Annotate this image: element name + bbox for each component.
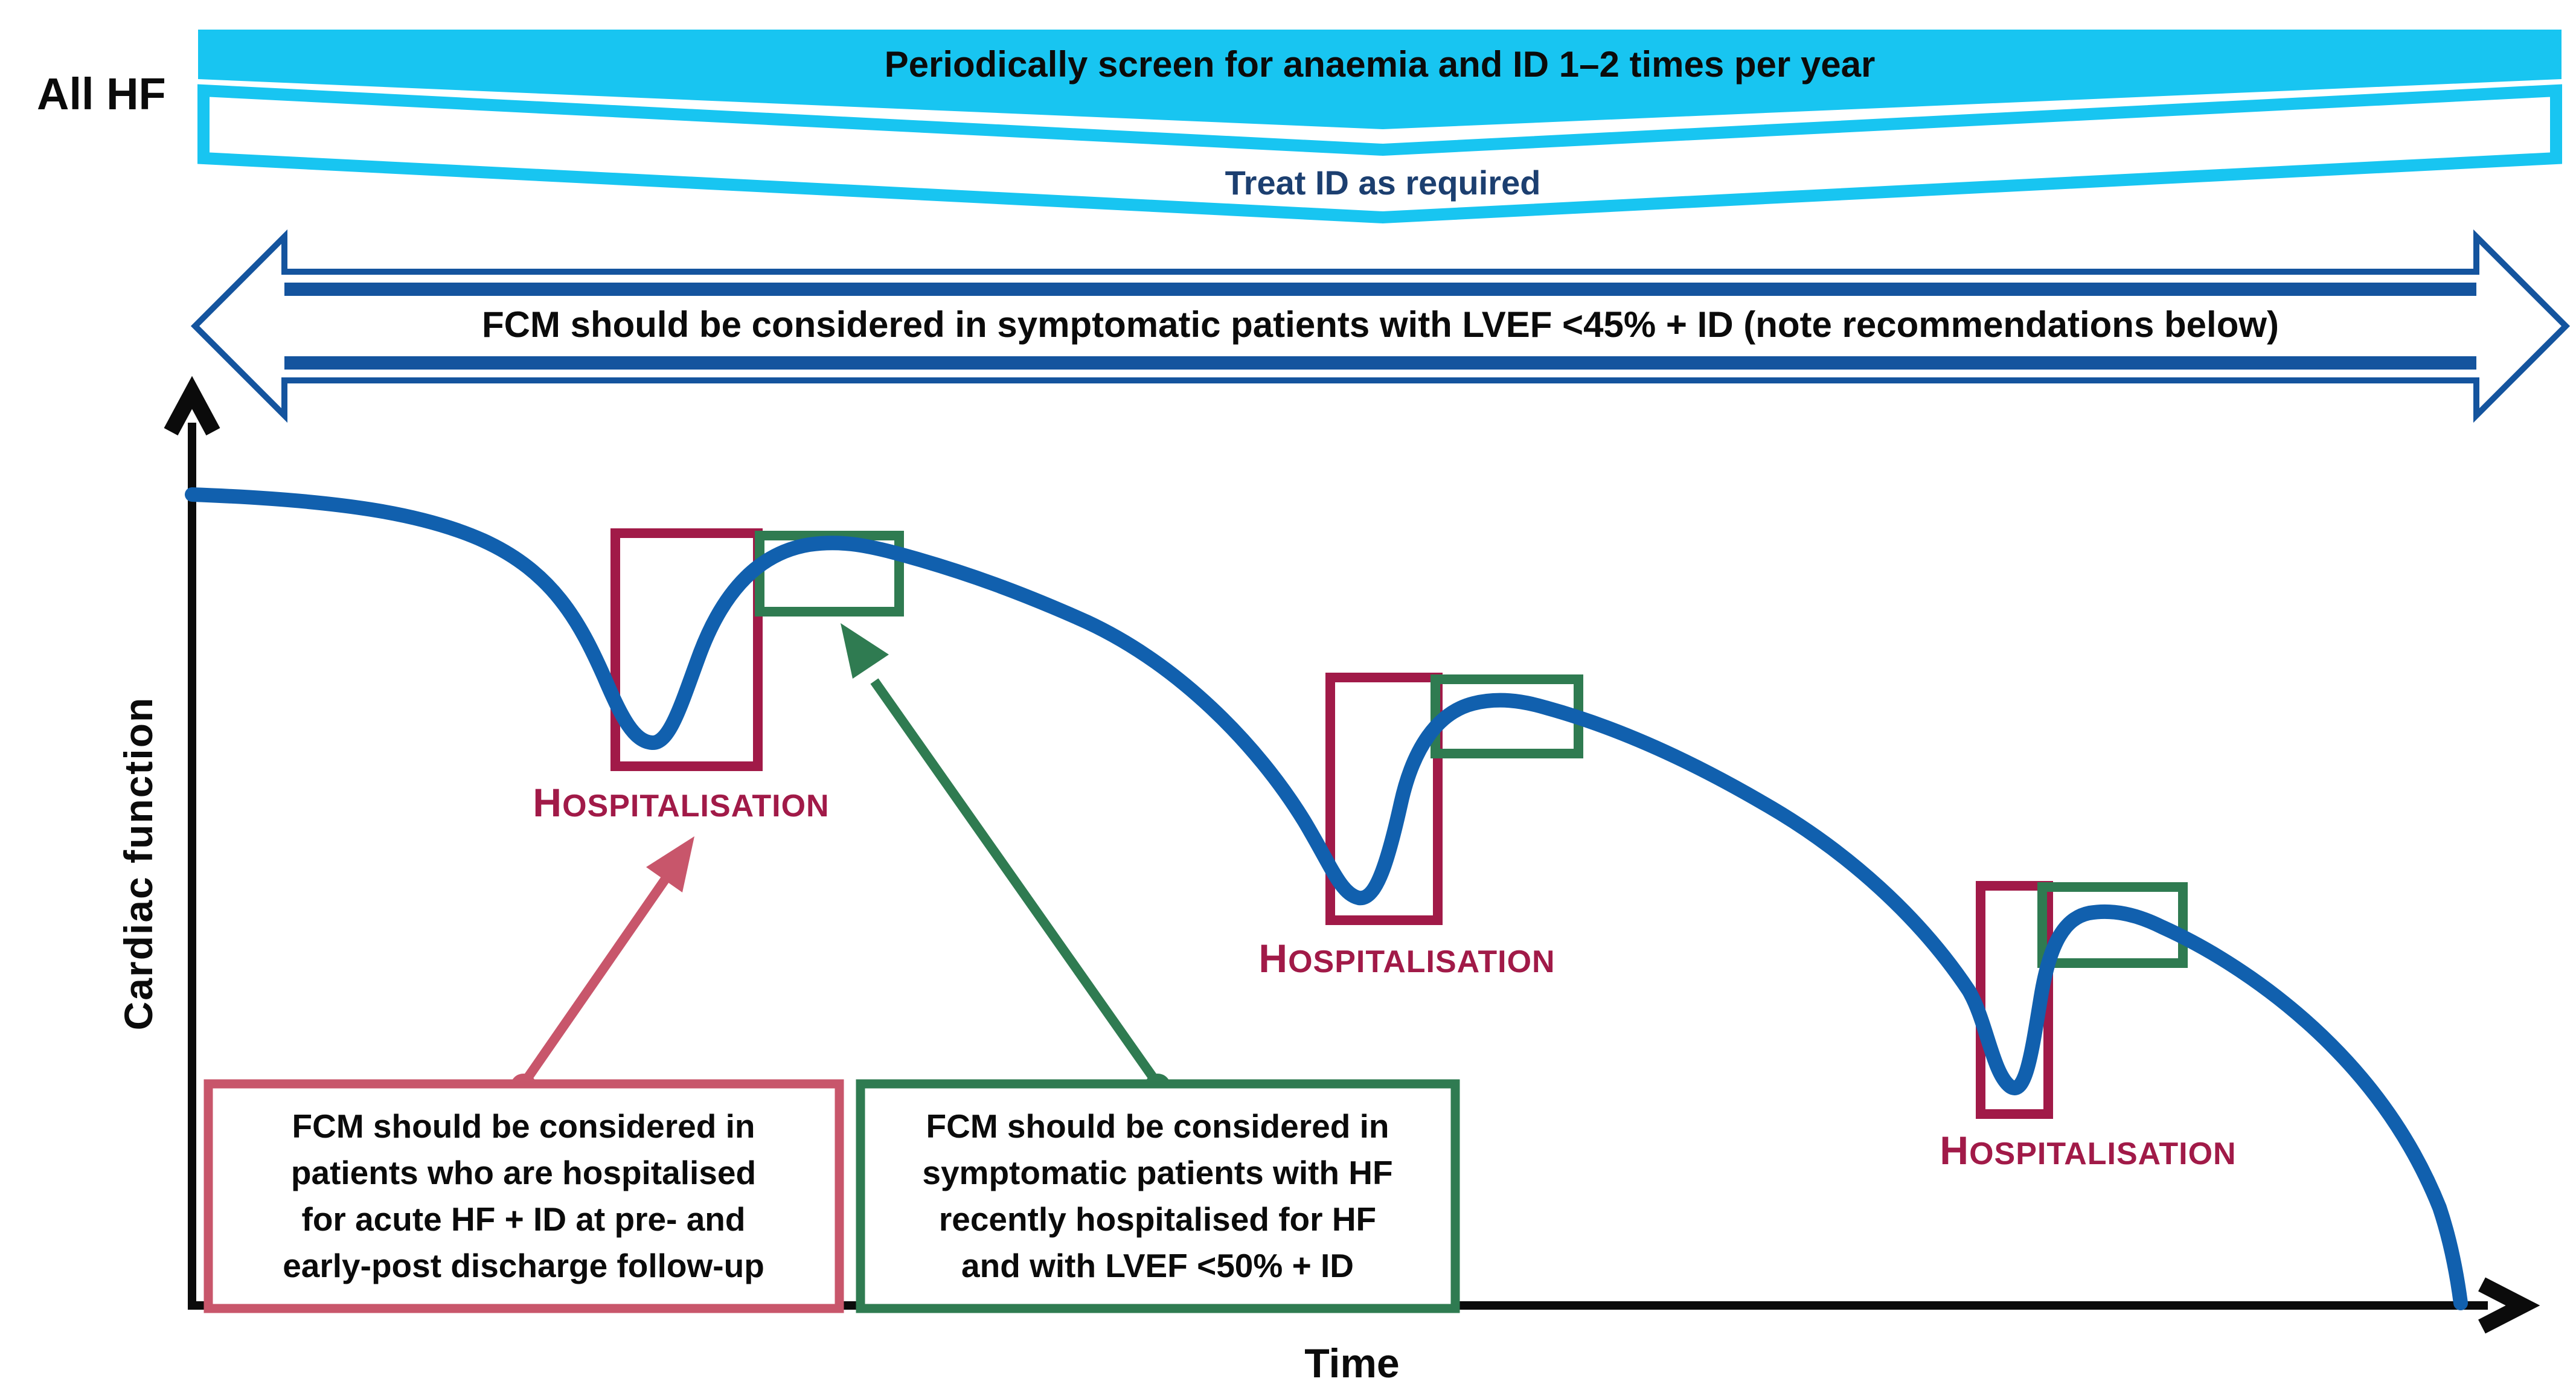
red-callout-arrow bbox=[519, 871, 673, 1087]
post-discharge-window-3 bbox=[2037, 882, 2188, 968]
hospitalisation-label-2-initial: H bbox=[1258, 936, 1288, 981]
screen-banner-text: Periodically screen for anaemia and ID 1… bbox=[885, 44, 1876, 85]
recently-hospitalised-callout-line: FCM should be considered in bbox=[926, 1107, 1389, 1145]
hospitalisation-label-1-rest: OSPITALISATION bbox=[562, 789, 830, 824]
hospitalisation-label-2-rest: OSPITALISATION bbox=[1288, 944, 1556, 979]
treat-banner-text: Treat ID as required bbox=[1225, 164, 1541, 202]
recently-hospitalised-callout-line: and with LVEF <50% + ID bbox=[961, 1247, 1354, 1284]
all-hf-label: All HF bbox=[37, 69, 166, 119]
fcm-double-arrow-icon bbox=[190, 229, 2571, 423]
red-callout-arrowhead-icon bbox=[646, 836, 694, 892]
recently-hospitalised-callout-line: recently hospitalised for HF bbox=[939, 1200, 1376, 1238]
treat-banner bbox=[197, 84, 2562, 224]
fcm-arrow-text: FCM should be considered in symptomatic … bbox=[482, 304, 2279, 345]
hospitalisation-label-3-initial: H bbox=[1940, 1128, 1969, 1173]
acute-hf-callout-line: for acute HF + ID at pre- and bbox=[302, 1200, 746, 1238]
recently-hospitalised-callout-box bbox=[856, 1079, 1460, 1313]
acute-hf-callout-box bbox=[203, 1079, 844, 1313]
green-callout-arrow bbox=[870, 678, 1162, 1087]
cardiac-function-curve bbox=[185, 487, 2468, 1310]
y-axis-title: Cardiac function bbox=[116, 697, 161, 1031]
fcm-arrow-bottom-bar bbox=[284, 356, 2476, 370]
hospitalisation-label-2: HOSPITALISATION bbox=[1258, 936, 1555, 981]
green-callout-arrowhead-icon bbox=[841, 623, 889, 679]
fcm-arrow-top-bar bbox=[284, 283, 2476, 296]
x-axis-arrowhead-icon bbox=[2478, 1277, 2540, 1334]
hospitalisation-window-1 bbox=[610, 528, 763, 771]
hospitalisation-label-3-rest: OSPITALISATION bbox=[1969, 1136, 2237, 1171]
x-axis-title: Time bbox=[1304, 1340, 1399, 1386]
hospitalisation-window-2 bbox=[1325, 673, 1443, 925]
hospitalisation-label-1-initial: H bbox=[533, 780, 562, 825]
acute-hf-callout-line: patients who are hospitalised bbox=[291, 1154, 756, 1191]
acute-hf-callout-line: early-post discharge follow-up bbox=[283, 1247, 764, 1284]
acute-hf-callout-line: FCM should be considered in bbox=[292, 1107, 755, 1145]
screen-banner bbox=[198, 30, 2562, 129]
recently-hospitalised-callout-line: symptomatic patients with HF bbox=[922, 1154, 1392, 1191]
y-axis-arrowhead-icon bbox=[164, 376, 220, 436]
hospitalisation-label-3: HOSPITALISATION bbox=[1940, 1128, 2236, 1173]
hospitalisation-label-1: HOSPITALISATION bbox=[533, 780, 829, 825]
